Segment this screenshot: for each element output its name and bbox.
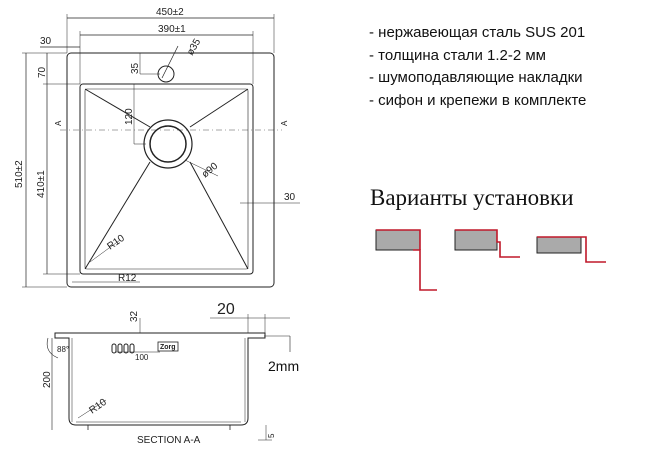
sink-bowl-outline [79,83,254,275]
dim-120: 120 [124,108,135,125]
feature-item: - нержавеющая сталь SUS 201 [369,24,586,41]
dim-70: 70 [37,66,48,78]
feature-item: - сифон и крепежи в комплекте [369,91,587,109]
section-mark-left: A [54,120,63,126]
feature-list: - нержавеющая сталь SUS 201 - толщина ст… [369,22,586,112]
install-variant-2 [454,229,520,258]
install-variant-1 [375,229,437,291]
dim-5: 5 [267,433,276,438]
dim-100: 100 [135,353,149,362]
dim-drain-dia: ø90 [200,161,221,181]
dim-r12: R12 [118,273,137,284]
section-label: SECTION A-A [137,435,201,446]
sink-outer-outline [66,52,275,288]
dim-width-outer: 450±2 [156,7,184,18]
dim-200: 200 [42,371,53,388]
dim-32: 32 [129,310,140,322]
dim-offset-30: 30 [40,36,52,47]
feature-item: - толщина стали 1.2-2 мм [369,46,546,64]
dim-height-inner: 410±1 [36,170,47,198]
install-variant-3 [536,236,606,263]
dim-r10: R10 [105,233,127,253]
thickness-label: 2mm [268,358,300,374]
section-mark-right: A [280,120,289,126]
dim-hole-dia: ø35 [185,37,203,58]
dim-20: 20 [217,301,235,318]
drain-outer [143,119,193,169]
logo-box [157,341,179,352]
dim-88: 88° [57,345,69,354]
faucet-hole [157,65,175,83]
section-profile [54,332,266,426]
dim-side-30: 30 [284,192,296,203]
section-logo: Zorg [160,344,176,351]
dim-r10-section: R10 [87,397,109,417]
dim-hole-35: 35 [130,62,141,74]
dim-width-inner: 390±1 [158,24,186,35]
drain-inner [149,125,187,163]
feature-item: - шумоподавляющие накладки [369,69,583,86]
install-heading: Варианты установки [370,185,574,210]
dim-height-outer: 510±2 [14,160,25,188]
